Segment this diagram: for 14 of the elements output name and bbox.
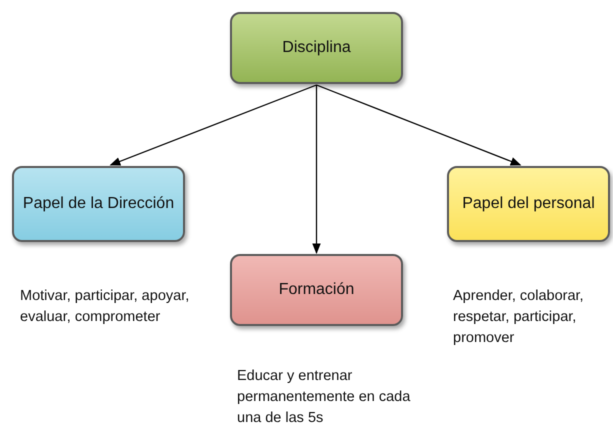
node-caption: Aprender, colaborar, respetar, participar, promover <box>453 287 585 348</box>
box-label: Formación <box>278 280 356 300</box>
node-caption: Motivar, participar, apoyar, evaluar, comprometer <box>20 287 190 328</box>
process-box <box>230 12 403 84</box>
box-label: Papel de la Dirección <box>22 194 176 214</box>
box-label: Disciplina <box>281 38 352 58</box>
arrow <box>312 85 321 254</box>
box-label: Papel del personal <box>461 194 596 214</box>
node-caption: Educar y entrenar permanentemente en cada una de las 5s <box>237 367 412 428</box>
process-box <box>12 166 185 242</box>
arrow <box>110 84 317 166</box>
arrow <box>316 84 522 166</box>
process-box <box>447 166 610 242</box>
process-box <box>230 254 403 326</box>
